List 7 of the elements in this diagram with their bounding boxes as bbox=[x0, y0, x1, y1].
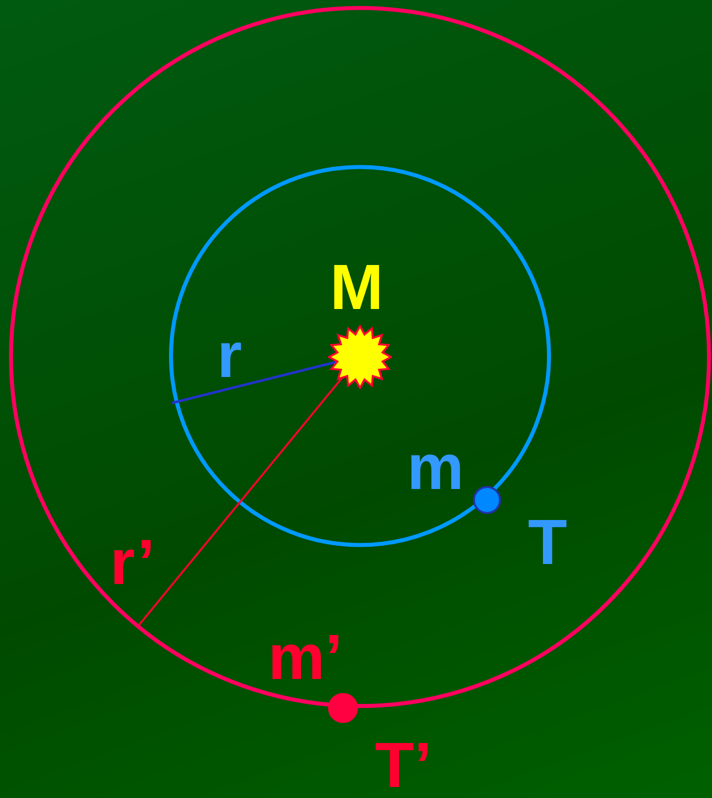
body-label: m’ bbox=[268, 625, 343, 689]
body-label: m bbox=[407, 435, 464, 499]
body-label: T’ bbox=[375, 733, 432, 797]
body-label: M bbox=[330, 255, 384, 319]
radius-label: r bbox=[217, 323, 242, 387]
radius-label: r’ bbox=[110, 530, 156, 594]
body-label: T bbox=[528, 510, 568, 574]
